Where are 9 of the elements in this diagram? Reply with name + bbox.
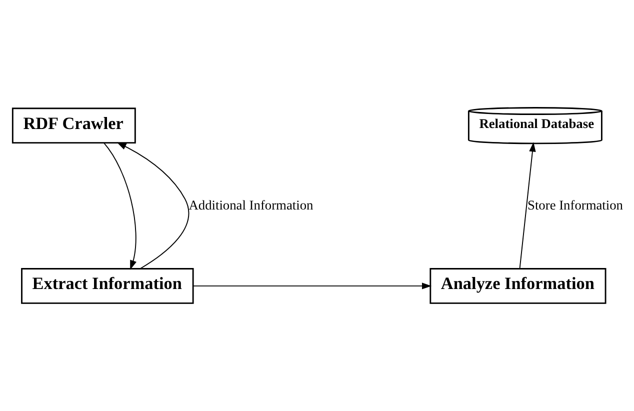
node-box: Analyze Information xyxy=(430,268,606,304)
arrow xyxy=(103,142,136,270)
node-box: Extract Information xyxy=(21,268,194,304)
arrow xyxy=(519,142,536,270)
edge-label: Store Information xyxy=(528,198,624,213)
edge-label: Additional Information xyxy=(188,198,314,213)
arrow xyxy=(192,282,432,290)
arrow xyxy=(116,142,190,270)
node-box: RDF Crawler xyxy=(12,108,136,144)
